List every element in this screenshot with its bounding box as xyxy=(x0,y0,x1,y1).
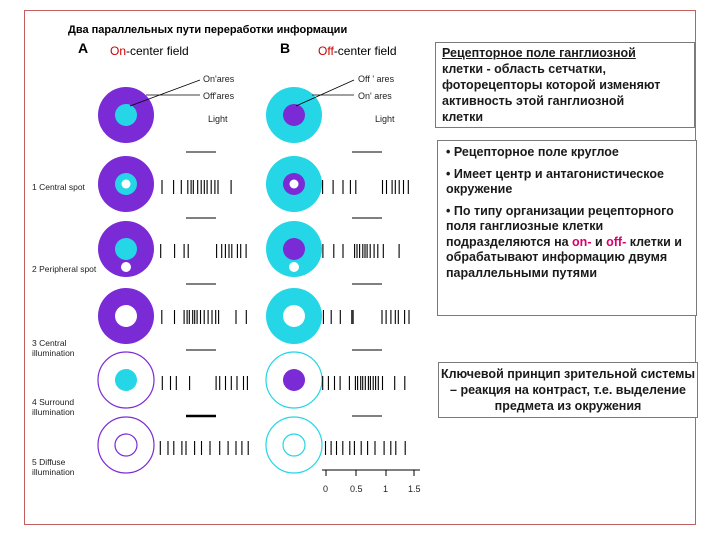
row2-a-center xyxy=(115,238,137,260)
time-tick-1: 0.5 xyxy=(350,484,363,494)
row-label-3: 3 Central illumination xyxy=(32,338,75,358)
legend-a-center xyxy=(115,104,137,126)
row2-a-spot xyxy=(121,262,131,272)
row5-a-center xyxy=(114,433,138,457)
definition-term: Рецепторное поле xyxy=(442,46,560,60)
off-term: off- xyxy=(606,234,627,249)
bullet-round: • Рецепторное поле круглое xyxy=(446,145,619,159)
bullet-text-a: • По типу организации рецепторного поля … xyxy=(446,203,674,249)
legend-b-surround: On' ares xyxy=(358,91,392,101)
legend-b-center-pointer xyxy=(295,79,355,107)
off-word: Off xyxy=(318,44,334,58)
panel-a-letter: A xyxy=(78,40,89,56)
row1-a-spot xyxy=(121,179,131,189)
panel-b-field-label: Off-center field xyxy=(318,44,397,58)
legend-b-light: Light xyxy=(375,114,395,124)
bullet-text-c: клетки и обрабатывают информацию двумя п… xyxy=(446,234,682,280)
bullet-text-b: и xyxy=(591,234,607,249)
legend-a-surround: Off'ares xyxy=(203,91,235,101)
row3-a-center xyxy=(115,305,137,327)
row2-b-spot xyxy=(289,262,299,272)
legend-a-center-pointer xyxy=(129,79,201,107)
definition-line-0: ганглиозной xyxy=(559,46,636,60)
time-tick-0: 0 xyxy=(323,484,329,494)
time-tick-3: 1.5 xyxy=(408,484,421,494)
time-tick-2: 1 xyxy=(383,484,389,494)
row-label-2: 2 Peripheral spot xyxy=(32,264,97,274)
row-label-5: 5 Diffuse illumination xyxy=(32,457,75,477)
bullets-box: • Рецепторное поле круглое • Имеет центр… xyxy=(437,140,697,316)
row-label-1: 1 Central spot xyxy=(32,182,85,192)
legend-a-center: On'ares xyxy=(203,74,235,84)
field-suffix: -center field xyxy=(126,44,189,58)
row4-a-center xyxy=(115,369,137,391)
row1-b-spot xyxy=(289,179,299,189)
on-word: On xyxy=(110,44,127,58)
row5-b-center xyxy=(282,433,306,457)
legend-b-center xyxy=(283,104,305,126)
legend-b-center: Off ' ares xyxy=(358,74,395,84)
definition-line-2: фоторецепторы которой изменяют xyxy=(442,78,661,92)
definition-box: Рецепторное поле ганглиозной клетки - об… xyxy=(435,42,695,128)
bullet-on-off: • По типу организации рецепторного поля … xyxy=(446,204,688,282)
key-principle-box: Ключевой принцип зрительной системы – ре… xyxy=(438,362,698,418)
row4-b-center xyxy=(283,369,305,391)
panel-b-letter: B xyxy=(280,40,291,56)
legend-a-light: Light xyxy=(208,114,228,124)
panel-a-field-label: On-center field xyxy=(110,44,189,58)
definition-line-4: клетки xyxy=(442,110,484,124)
field-suffix: -center field xyxy=(333,44,397,58)
on-term: on- xyxy=(572,234,592,249)
bullet-center-surround: • Имеет центр и антагонистическое окруже… xyxy=(446,166,664,197)
definition-line-3: активность этой ганглиозной xyxy=(442,94,625,108)
definition-line-1: клетки - область сетчатки, xyxy=(442,62,606,76)
page-title: Два параллельных пути переработки информ… xyxy=(68,24,348,36)
definition-text: Рецепторное поле ганглиозной клетки - об… xyxy=(442,45,688,125)
row3-b-center xyxy=(283,305,305,327)
row2-b-center xyxy=(283,238,305,260)
row-label-4: 4 Surround illumination xyxy=(32,397,75,417)
